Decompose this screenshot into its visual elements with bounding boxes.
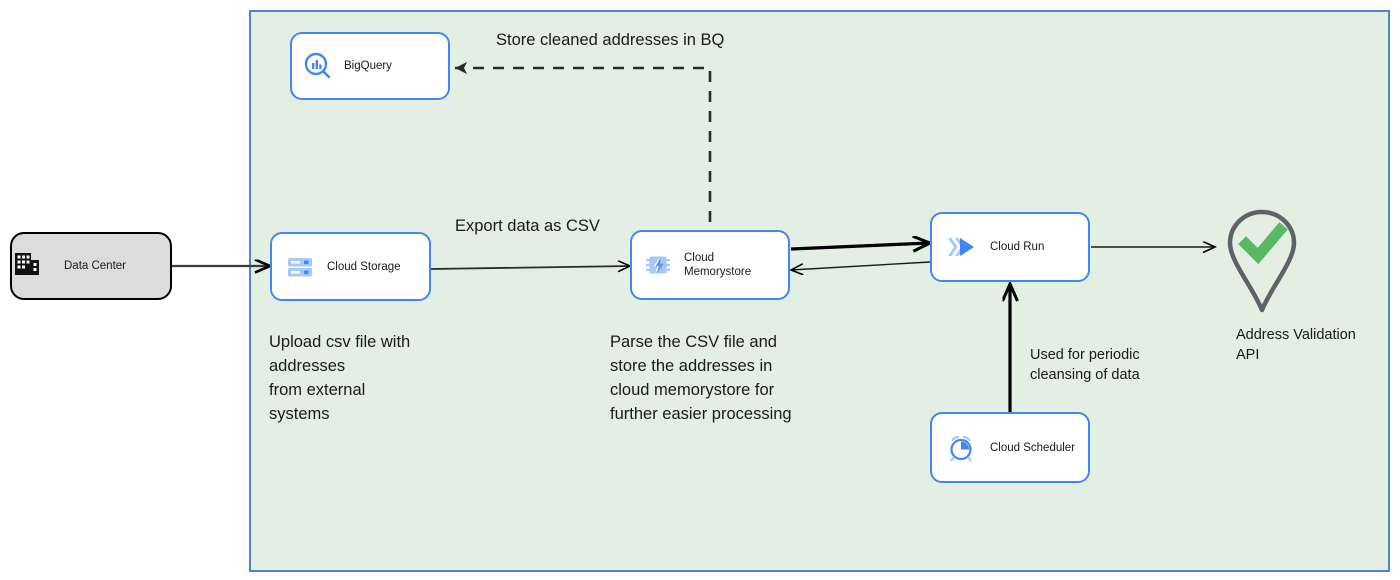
node-cloud-memorystore-label: Cloud Memorystore — [684, 252, 752, 278]
node-bigquery-label: BigQuery — [344, 60, 392, 72]
edge-label-periodic-cleansing: Used for periodic cleansing of data — [1030, 347, 1140, 383]
edge-label-export-csv: Export data as CSV — [455, 217, 600, 235]
node-data-center[interactable]: Data Center — [10, 232, 172, 300]
data-center-icon — [12, 249, 64, 284]
cloud-run-icon — [932, 232, 990, 262]
node-cloud-run-label: Cloud Run — [990, 241, 1045, 253]
node-cloud-scheduler-label: Cloud Scheduler — [990, 441, 1076, 454]
bigquery-icon — [292, 51, 344, 81]
edge-label-store-cleaned: Store cleaned addresses in BQ — [496, 31, 725, 49]
node-bigquery[interactable]: BigQuery — [290, 32, 450, 100]
map-pin-check-icon — [1218, 206, 1306, 318]
node-cloud-storage[interactable]: Cloud Storage — [270, 232, 431, 301]
node-cloud-run[interactable]: Cloud Run — [930, 212, 1090, 282]
note-parse-csv: Parse the CSV file and store the address… — [610, 333, 792, 423]
cloud-scheduler-icon — [932, 433, 990, 463]
note-upload-csv: Upload csv file with addresses from exte… — [269, 333, 411, 423]
node-data-center-label: Data Center — [64, 260, 127, 272]
cloud-memorystore-icon — [632, 250, 684, 280]
node-cloud-storage-label: Cloud Storage — [327, 260, 401, 273]
node-cloud-scheduler[interactable]: Cloud Scheduler — [930, 412, 1090, 483]
google-cloud-boundary — [249, 10, 1390, 572]
address-validation-api-label: Address Validation API — [1236, 327, 1356, 363]
node-cloud-memorystore[interactable]: Cloud Memorystore — [630, 230, 790, 300]
cloud-storage-icon — [272, 252, 327, 282]
